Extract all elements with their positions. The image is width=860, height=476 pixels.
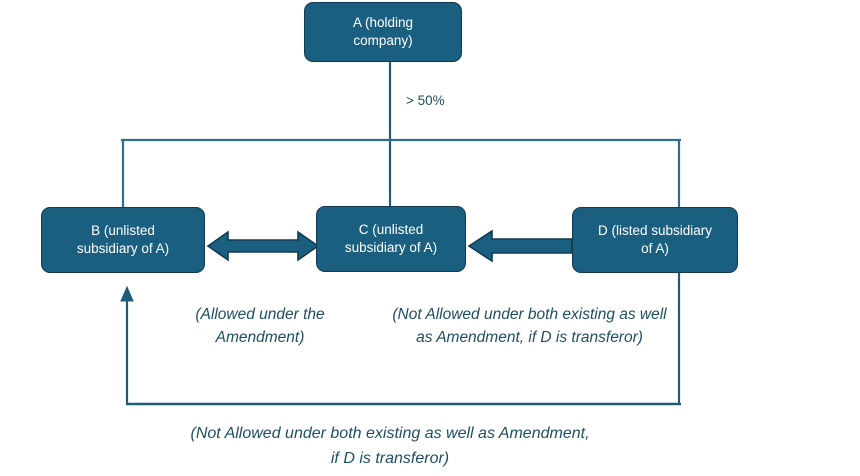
annotation-d-to-b-line1: (Not Allowed under both existing as well bbox=[190, 425, 474, 442]
annotation-d-to-c: (Not Allowed under both existing as well… bbox=[392, 303, 667, 349]
node-b-label-line2: subsidiary of A) bbox=[76, 241, 170, 256]
annotation-d-to-b-line2: as Amendment, if D is transferor) bbox=[330, 425, 590, 467]
arrow-b-to-c-bidirectional bbox=[206, 230, 320, 262]
arrow-d-to-c bbox=[467, 229, 573, 263]
annotation-d-to-c-line1: (Not Allowed under both bbox=[392, 306, 559, 323]
annotation-b-to-c-line1: (Allowed under the bbox=[195, 306, 325, 323]
node-d-label-line2: of A) bbox=[641, 241, 669, 256]
node-a-label-line2: company) bbox=[353, 33, 413, 48]
node-c-unlisted-subsidiary[interactable]: C (unlisted subsidiary of A) bbox=[316, 206, 466, 272]
node-a-label-line1: A (holding bbox=[352, 15, 414, 30]
node-b-label-line1: B (unlisted bbox=[91, 223, 155, 238]
node-d-label-line1: D (listed subsidiary bbox=[597, 223, 713, 238]
node-c-label-line2: subsidiary of A) bbox=[344, 240, 438, 255]
node-b-unlisted-subsidiary[interactable]: B (unlisted subsidiary of A) bbox=[41, 207, 205, 273]
annotation-d-to-b: (Not Allowed under both existing as well… bbox=[190, 421, 590, 471]
arrowhead-into-b bbox=[120, 285, 134, 302]
annotation-d-to-c-line3: Amendment, if D is transferor) bbox=[436, 329, 643, 346]
annotation-d-to-c-line2: existing as well as bbox=[416, 306, 667, 346]
node-a-holding-company[interactable]: A (holding company) bbox=[304, 2, 462, 62]
node-d-listed-subsidiary[interactable]: D (listed subsidiary of A) bbox=[572, 207, 738, 273]
node-c-label-line1: C (unlisted bbox=[358, 222, 424, 237]
annotation-b-to-c: (Allowed under the Amendment) bbox=[150, 303, 370, 349]
ownership-percentage-label: > 50% bbox=[406, 93, 445, 108]
annotation-b-to-c-line2: Amendment) bbox=[215, 329, 305, 346]
